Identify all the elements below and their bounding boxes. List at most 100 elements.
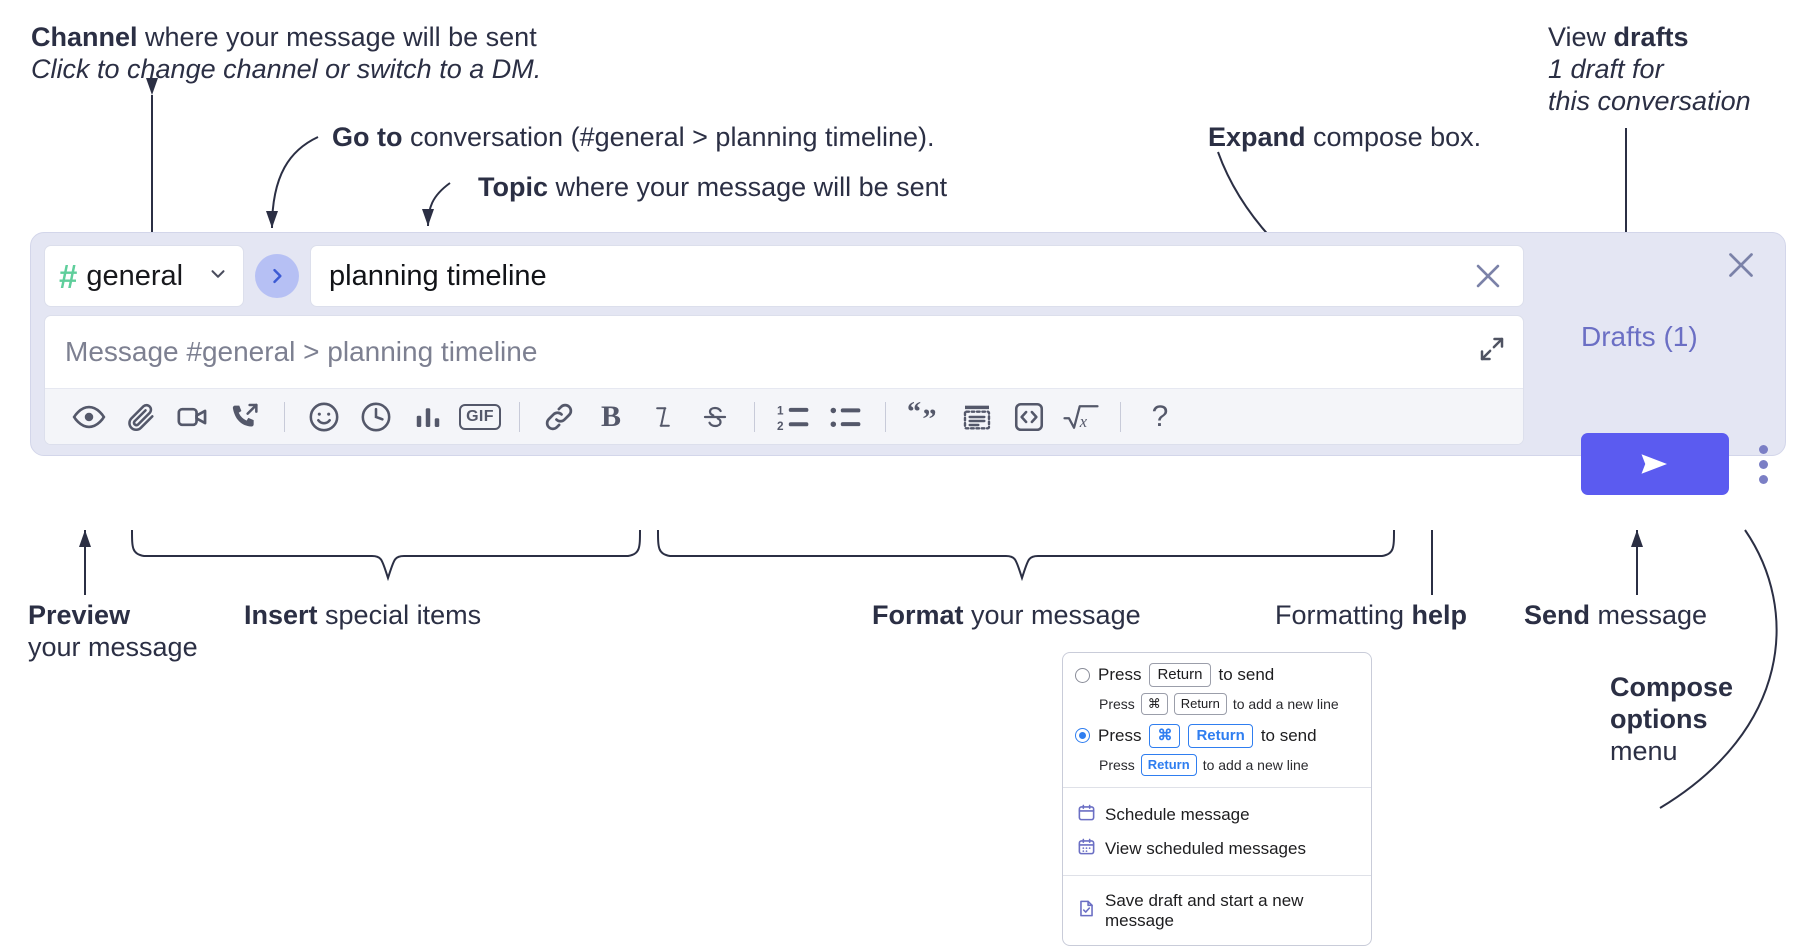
radio-icon-selected[interactable] bbox=[1075, 728, 1090, 744]
annotation-formatting-help: Formatting help bbox=[1275, 600, 1467, 632]
svg-text:x: x bbox=[1079, 412, 1088, 431]
option1-sub-post: to add a new line bbox=[1232, 696, 1339, 713]
formatting-toolbar: GIF B 1 2 bbox=[45, 388, 1523, 444]
option2-key2: Return bbox=[1188, 723, 1253, 749]
toolbar-separator bbox=[885, 401, 886, 432]
blockquote-icon[interactable]: “ ” bbox=[899, 395, 951, 439]
menu-item-save-draft[interactable]: Save draft and start a new message bbox=[1075, 886, 1359, 936]
poll-icon[interactable] bbox=[402, 395, 454, 439]
code-block-icon[interactable] bbox=[951, 395, 1003, 439]
annotation-expand-bold: Expand bbox=[1208, 122, 1306, 152]
menu-item-schedule-message[interactable]: Schedule message bbox=[1075, 798, 1359, 832]
annotation-format-rest: your message bbox=[963, 600, 1141, 630]
annotation-topic-bold: Topic bbox=[478, 172, 548, 202]
menu-item-view-scheduled-messages[interactable]: View scheduled messages bbox=[1075, 832, 1359, 866]
topic-value: planning timeline bbox=[329, 259, 547, 292]
annotation-formatting-help-bold: help bbox=[1411, 600, 1468, 630]
attachment-icon[interactable] bbox=[115, 395, 167, 439]
annotation-compose-options-line2: options bbox=[1610, 703, 1708, 734]
gif-icon[interactable]: GIF bbox=[454, 395, 506, 439]
option2-pre: Press bbox=[1098, 725, 1142, 745]
annotation-goto-bold: Go to bbox=[332, 122, 403, 152]
message-input-area[interactable]: Message #general > planning timeline bbox=[44, 315, 1524, 445]
inline-code-icon[interactable] bbox=[1003, 395, 1055, 439]
annotation-insert-bold: Insert bbox=[244, 600, 318, 630]
send-button[interactable] bbox=[1581, 433, 1729, 495]
annotation-compose-options-line1: Compose bbox=[1610, 672, 1734, 702]
save-draft-section: Save draft and start a new message bbox=[1063, 874, 1371, 945]
compose-header-row: # general planning timeline bbox=[44, 245, 1524, 307]
expand-icon[interactable] bbox=[1477, 334, 1507, 369]
italic-icon[interactable] bbox=[637, 395, 689, 439]
option1-post: to send bbox=[1218, 665, 1275, 685]
option1-subtext: Press ⌘ Return to add a new line bbox=[1099, 693, 1359, 715]
audio-call-icon[interactable] bbox=[219, 395, 271, 439]
toolbar-separator bbox=[284, 401, 285, 432]
option2-sub-post: to add a new line bbox=[1202, 756, 1309, 773]
channel-selector[interactable]: # general bbox=[44, 245, 244, 307]
message-placeholder: Message #general > planning timeline bbox=[65, 336, 538, 367]
annotation-channel-bold: Channel bbox=[31, 22, 138, 52]
clock-icon[interactable] bbox=[350, 395, 402, 439]
radio-icon[interactable] bbox=[1075, 667, 1090, 683]
option1-key: Return bbox=[1149, 663, 1211, 688]
radio-option-return[interactable]: Press Return to send bbox=[1075, 663, 1359, 688]
calendar-icon bbox=[1077, 803, 1096, 827]
go-to-conversation-button[interactable] bbox=[255, 254, 299, 298]
schedule-section: Schedule message View scheduled messages bbox=[1063, 786, 1371, 875]
annotation-view-drafts-bold: drafts bbox=[1613, 22, 1689, 52]
math-icon[interactable]: x bbox=[1055, 395, 1107, 439]
option1-sub-pre: Press bbox=[1099, 696, 1135, 713]
annotation-view-drafts-sub1: 1 draft for bbox=[1548, 53, 1664, 84]
toolbar-separator bbox=[1120, 401, 1121, 432]
compose-right-pane: Drafts (1) bbox=[1541, 233, 1785, 495]
annotation-format: Format your message bbox=[872, 600, 1141, 632]
annotation-view-drafts-pre: View bbox=[1548, 22, 1614, 52]
annotation-send-rest: message bbox=[1590, 600, 1708, 630]
svg-text:1: 1 bbox=[777, 404, 784, 417]
close-icon[interactable] bbox=[1471, 259, 1505, 293]
topic-input[interactable]: planning timeline bbox=[310, 245, 1524, 307]
option2-sub-pre: Press bbox=[1099, 756, 1135, 773]
bulleted-list-icon[interactable] bbox=[820, 395, 872, 439]
video-icon[interactable] bbox=[167, 395, 219, 439]
annotation-send-bold: Send bbox=[1524, 600, 1591, 630]
radio-option-cmd-return[interactable]: Press ⌘ Return to send bbox=[1075, 723, 1359, 749]
compose-box: # general planning timeline Message #gen… bbox=[30, 232, 1786, 495]
annotation-compose-options-line3: menu bbox=[1610, 735, 1678, 766]
drafts-link[interactable]: Drafts (1) bbox=[1581, 321, 1698, 352]
ordered-list-icon[interactable]: 1 2 bbox=[768, 395, 820, 439]
annotation-send: Send message bbox=[1524, 600, 1707, 632]
annotation-compose-options: Compose options menu bbox=[1610, 672, 1733, 768]
svg-text:“: “ bbox=[907, 401, 921, 428]
annotation-topic: Topic where your message will be sent bbox=[478, 172, 947, 204]
menu-item-label: Schedule message bbox=[1105, 804, 1250, 824]
annotation-expand: Expand compose box. bbox=[1208, 122, 1481, 154]
svg-text:”: ” bbox=[922, 404, 936, 432]
annotation-format-bold: Format bbox=[872, 600, 964, 630]
annotation-goto-rest: conversation (#general > planning timeli… bbox=[402, 122, 935, 152]
option2-sub-key: Return bbox=[1140, 754, 1197, 776]
menu-item-label: View scheduled messages bbox=[1105, 838, 1306, 858]
hash-icon: # bbox=[59, 257, 78, 295]
kebab-dot bbox=[1759, 475, 1768, 484]
compose-options-button[interactable] bbox=[1759, 445, 1768, 484]
annotation-formatting-help-pre: Formatting bbox=[1275, 600, 1412, 630]
help-label: ? bbox=[1151, 399, 1169, 433]
annotation-channel-rest: where your message will be sent bbox=[137, 22, 537, 52]
link-icon[interactable] bbox=[533, 395, 585, 439]
option2-post: to send bbox=[1260, 725, 1317, 745]
calendar-grid-icon bbox=[1077, 837, 1096, 861]
option1-sub-key2: Return bbox=[1173, 693, 1227, 715]
bold-icon[interactable]: B bbox=[585, 395, 637, 439]
annotation-view-drafts: View drafts 1 draft for this conversatio… bbox=[1548, 22, 1751, 118]
close-compose-icon[interactable] bbox=[1723, 247, 1759, 288]
preview-icon[interactable] bbox=[63, 395, 115, 439]
emoji-icon[interactable] bbox=[298, 395, 350, 439]
annotation-preview: Preview your message bbox=[28, 600, 198, 664]
save-draft-icon bbox=[1077, 899, 1096, 923]
option1-sub-key1: ⌘ bbox=[1140, 693, 1168, 715]
strikethrough-icon[interactable] bbox=[689, 395, 741, 439]
help-icon[interactable]: ? bbox=[1134, 395, 1186, 439]
chevron-down-icon bbox=[207, 260, 229, 293]
